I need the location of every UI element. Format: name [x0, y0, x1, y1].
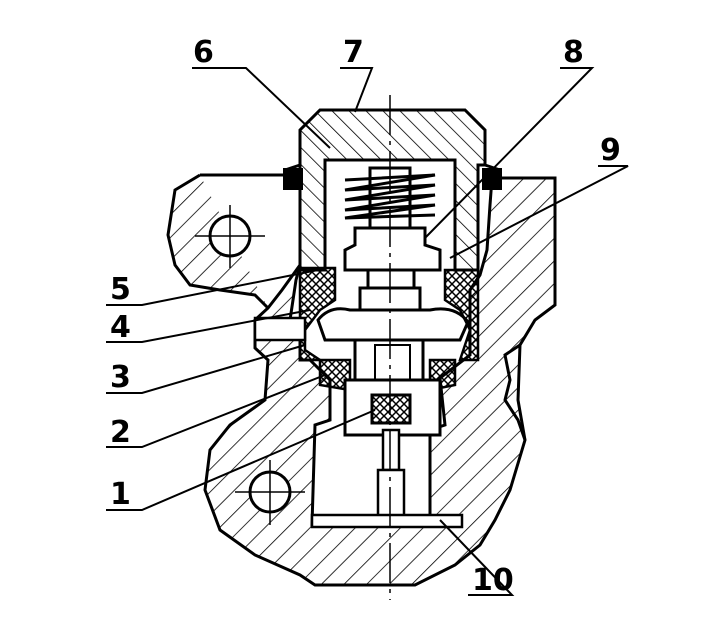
side-port — [253, 316, 307, 342]
callout-6: 6 — [193, 35, 214, 70]
callout-3: 3 — [110, 360, 131, 395]
callout-9: 9 — [600, 133, 621, 168]
callout-7: 7 — [343, 35, 364, 70]
callout-10: 10 — [472, 563, 514, 598]
mounting-hole-upper — [195, 205, 265, 268]
mounting-hole-lower — [235, 460, 305, 525]
callout-2: 2 — [110, 415, 131, 450]
leader-lines — [106, 67, 629, 596]
lower-channel — [310, 378, 464, 529]
callout-4: 4 — [110, 310, 131, 345]
callout-8: 8 — [563, 35, 584, 70]
callout-5: 5 — [110, 272, 131, 307]
callout-1: 1 — [110, 477, 131, 512]
